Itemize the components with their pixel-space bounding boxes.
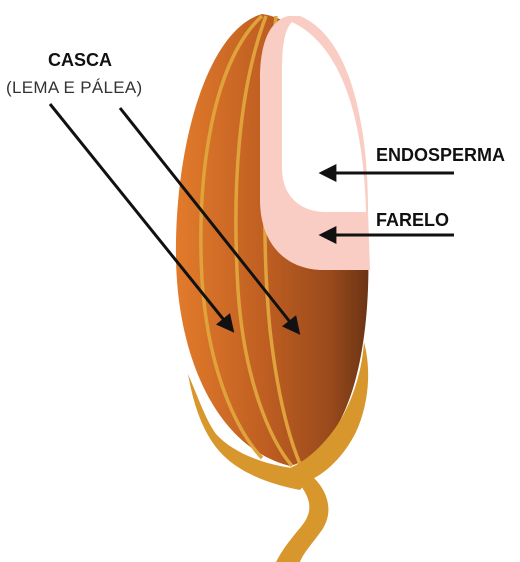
- grain-stem: [276, 478, 328, 562]
- endosperm: [282, 22, 366, 212]
- label-casca: CASCA: [48, 50, 112, 71]
- label-endosperma: ENDOSPERMA: [376, 145, 505, 166]
- label-farelo: FARELO: [376, 210, 449, 231]
- label-casca-subtitle: (LEMA E PÁLEA): [6, 78, 142, 98]
